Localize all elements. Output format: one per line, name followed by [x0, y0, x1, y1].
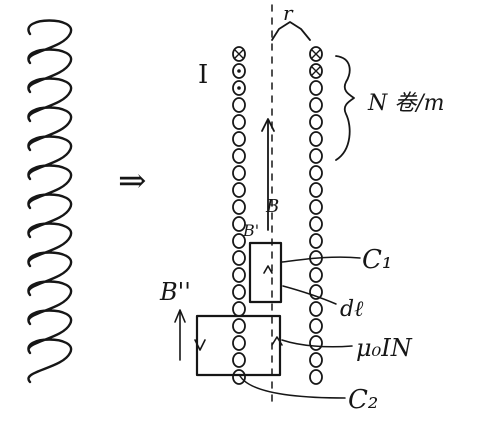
- field-arrowhead-inside: [261, 118, 275, 132]
- current-out-icon: [232, 80, 246, 96]
- wire-cross-section: [232, 369, 246, 385]
- loop-c1-direction-arrow: [263, 265, 273, 274]
- wire-cross-section: [309, 114, 323, 130]
- wire-cross-section: [232, 284, 246, 300]
- field-inside-loop-label: B': [242, 221, 259, 240]
- turns-brace: [335, 55, 355, 161]
- field-inside-label: B: [265, 196, 279, 217]
- loop-c2-up-arrow: [271, 336, 283, 346]
- wire-cross-section: [232, 165, 246, 181]
- line-element-label: dℓ: [340, 297, 364, 322]
- wire-cross-section: [309, 148, 323, 164]
- wire-cross-section: [309, 182, 323, 198]
- wire-cross-section: [232, 216, 246, 232]
- field-value-label: μ₀IN: [356, 334, 413, 362]
- amperian-loop-c1: [248, 241, 283, 304]
- c1-leader-line: [281, 256, 361, 263]
- current-label: I: [198, 60, 208, 90]
- wire-cross-section: [309, 318, 323, 334]
- wire-cross-section: [232, 199, 246, 215]
- wire-cross-section: [309, 352, 323, 368]
- wire-cross-section: [309, 80, 323, 96]
- radius-bracket: [271, 21, 311, 41]
- turns-density-label: N 卷/m: [367, 91, 445, 116]
- wire-cross-section: [232, 97, 246, 113]
- radius-label: r: [283, 1, 294, 25]
- wire-cross-section: [232, 182, 246, 198]
- wire-cross-section: [309, 284, 323, 300]
- wire-cross-section: [232, 250, 246, 266]
- wire-cross-section: [232, 352, 246, 368]
- c2-leader-line: [239, 375, 346, 399]
- current-out-icon: [232, 63, 246, 79]
- wire-cross-section: [309, 369, 323, 385]
- wire-cross-section: [309, 97, 323, 113]
- current-in-icon: [309, 46, 323, 62]
- wire-cross-section: [232, 318, 246, 334]
- wire-cross-section: [232, 301, 246, 317]
- wire-cross-section: [309, 165, 323, 181]
- current-in-icon: [232, 46, 246, 62]
- field-arrowhead-outside: [174, 309, 186, 323]
- wire-cross-section: [309, 335, 323, 351]
- helix-coil: [27, 19, 73, 384]
- left-wire-column: [232, 46, 246, 385]
- wire-cross-section: [309, 216, 323, 232]
- loop-c2-label: C₂: [348, 385, 378, 415]
- wire-cross-section: [232, 148, 246, 164]
- loop-c1-label: C₁: [362, 245, 392, 275]
- implies-arrow: ⇒: [118, 161, 147, 201]
- wire-cross-section: [232, 233, 246, 249]
- wire-cross-section: [309, 301, 323, 317]
- dl-leader-line: [282, 285, 337, 305]
- wire-cross-section: [309, 199, 323, 215]
- wire-cross-section: [309, 267, 323, 283]
- wire-cross-section: [232, 114, 246, 130]
- field-value-leader: [281, 339, 353, 348]
- wire-cross-section: [232, 131, 246, 147]
- loop-c2-down-arrow: [194, 339, 206, 351]
- wire-cross-section: [232, 267, 246, 283]
- wire-cross-section: [232, 335, 246, 351]
- field-outside-label: B'': [159, 278, 191, 306]
- wire-cross-section: [309, 131, 323, 147]
- right-wire-column: [309, 46, 323, 385]
- wire-cross-section: [309, 233, 323, 249]
- current-in-icon: [309, 63, 323, 79]
